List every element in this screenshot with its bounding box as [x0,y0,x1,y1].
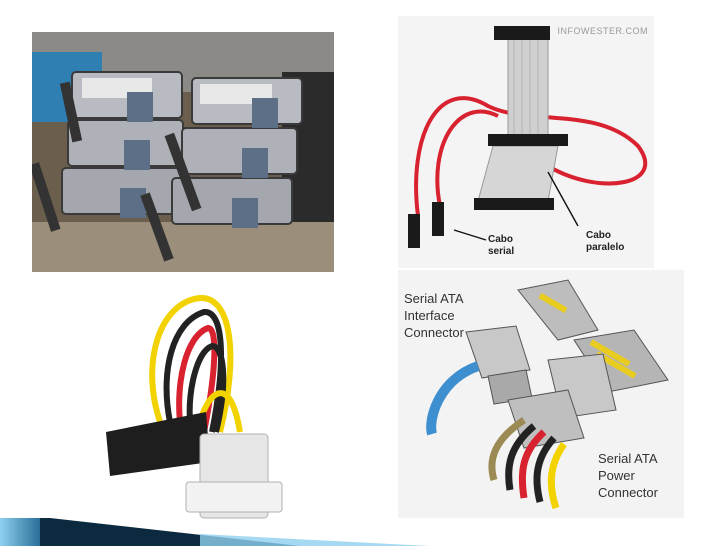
drive-stack-left [32,71,184,232]
hard-drive-bays-photo [32,32,334,272]
serial-cable-label: Cabo serial [488,234,515,257]
sata-connectors-illustration [398,270,684,518]
interface-connector-label: Serial ATA Interface Connector [404,291,464,340]
parallel-cable-label: Cabo paralelo [586,230,625,253]
ide-and-sata-cables-photo: INFOWESTER.COM Cabo serial Cabo paralelo [398,16,654,268]
power-adapter-illustration [100,282,300,522]
slide-accent-bar [0,518,430,546]
watermark-text: INFOWESTER.COM [557,26,648,36]
drive-stack-right [140,77,303,262]
hard-drive-bays-illustration [32,32,334,272]
sata-power-adapter-photo [100,282,300,522]
cables-illustration [398,16,654,268]
power-connector-label: Serial ATA Power Connector [598,451,658,500]
sata-connectors-diagram: Serial ATA Interface Connector Serial AT… [398,270,684,518]
